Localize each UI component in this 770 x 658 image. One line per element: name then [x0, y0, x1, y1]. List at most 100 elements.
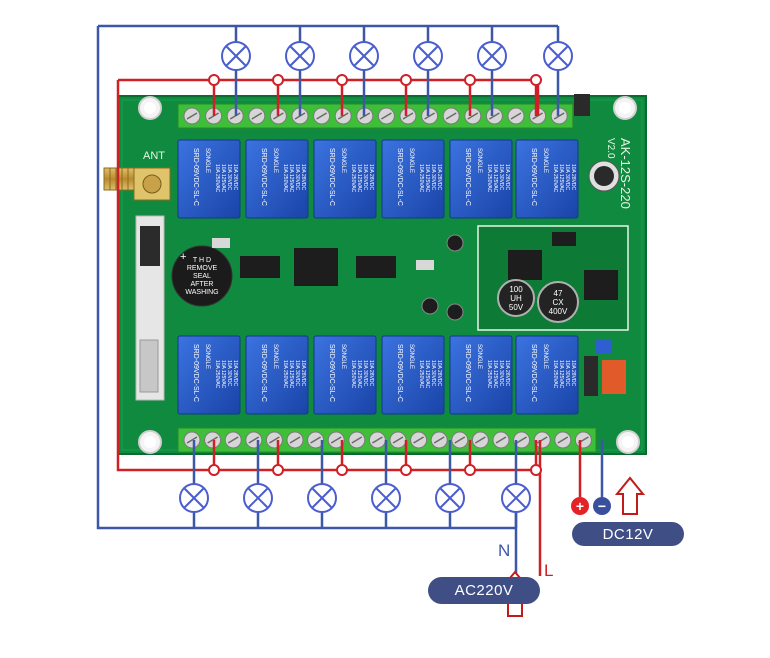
relay-body: [449, 335, 513, 415]
relay-rating-label: 10A 30VDC: [226, 164, 232, 191]
microcontroller-chip: [294, 248, 338, 286]
relay-brand-label: SONGLE: [340, 148, 346, 173]
dc-minus-marker: [593, 497, 611, 515]
relay-rating-label: 10A 28VDC: [436, 360, 442, 387]
text-line: SEAL: [193, 273, 211, 280]
relay-brand-label: SONGLE: [542, 344, 548, 369]
wire-node: [272, 464, 284, 476]
terminal-screw-slot: [424, 112, 435, 120]
terminal-screw-slot: [402, 112, 414, 120]
lamp-cross: [289, 45, 311, 67]
wire-node: [208, 464, 220, 476]
relay-rating-label: 10A 125VAC: [424, 360, 430, 389]
relay-brand-label: SONGLE: [272, 344, 278, 369]
reset-switch: [574, 94, 590, 116]
antenna-base: [133, 167, 171, 201]
relay-rating-label: 10A 30VDC: [362, 164, 368, 191]
terminal-strip-top: [177, 103, 574, 129]
mounting-hole-center: [144, 436, 156, 448]
lamp-icon: [285, 41, 315, 71]
terminal-screw-slot: [310, 436, 321, 444]
board-model-label: AK-12S-220: [618, 138, 633, 209]
text-line: WASHING: [185, 289, 218, 296]
relay-rating-label: 10A 125VAC: [492, 164, 498, 193]
text-line: UH: [510, 294, 522, 303]
relay-rating-label: 10A 30VDC: [498, 360, 504, 387]
lamp-cross: [225, 45, 247, 67]
terminal-screw-slot: [495, 436, 507, 444]
relay-part-label: SRD-09VDC-SL-C: [192, 148, 199, 206]
relay-rating-label: 10A 250VAC: [486, 164, 492, 193]
relay-brand-label: SONGLE: [272, 148, 278, 173]
smd-component: [212, 238, 230, 248]
text-line: 47: [554, 289, 563, 298]
relay-rating-label: 10A 250VAC: [552, 164, 558, 193]
relay-rating-label: 10A 28VDC: [232, 360, 238, 387]
lamp-icon: [413, 41, 443, 71]
wire-node: [400, 464, 412, 476]
buzzer-plus-mark: +: [180, 251, 186, 263]
lamp-icon: [435, 483, 465, 513]
mounting-holes: [138, 96, 640, 454]
smd-component: [416, 260, 434, 270]
relay-rating-label: 10A 30VDC: [564, 360, 570, 387]
terminal-screw-slot: [186, 112, 198, 120]
live-wire-left: [116, 80, 540, 472]
relay-rating-label: 10A 125VAC: [558, 164, 564, 193]
text-line: 100: [509, 285, 523, 294]
relay-part-label: SRD-09VDC-SL-C: [530, 344, 537, 402]
antenna-connector: [103, 167, 171, 201]
lamp-cross: [505, 487, 527, 509]
ic-chip: [240, 256, 280, 278]
relay-body: [515, 335, 579, 415]
relay-rating-label: 10A 28VDC: [436, 164, 442, 191]
relay-rating-label: 10A 28VDC: [300, 164, 306, 191]
lamp-icon: [477, 41, 507, 71]
relay-rating-label: 10A 125VAC: [424, 164, 430, 193]
relay-body: [313, 335, 377, 415]
relay-brand-label: SONGLE: [476, 148, 482, 173]
terminal-screw-slot: [316, 112, 327, 120]
neutral-wire-left: [96, 26, 516, 530]
antenna-pin: [142, 174, 162, 194]
small-capacitor: [446, 234, 464, 252]
rf-module-crystal: [139, 339, 159, 393]
wire-node: [208, 74, 220, 86]
wire-node: [336, 74, 348, 86]
relay-part-label: SRD-09VDC-SL-C: [530, 148, 537, 206]
relay-body: [515, 139, 579, 219]
dc-input-badge: DC12V: [572, 522, 684, 546]
relay-rating-label: 10A 250VAC: [418, 360, 424, 389]
rf-module-header: [140, 226, 160, 266]
relay-rating-label: 10A 125VAC: [356, 164, 362, 193]
text-line: REMOVE: [187, 265, 218, 272]
wiring: [96, 24, 604, 576]
relay-brand-label: SONGLE: [204, 148, 210, 173]
relay-part-label: SRD-09VDC-SL-C: [396, 344, 403, 402]
fuse: [602, 360, 626, 394]
terminal-screw-slot: [351, 436, 363, 444]
lamp-cross: [247, 487, 269, 509]
relay-rating-label: 10A 30VDC: [564, 164, 570, 191]
relay-rating-label: 10A 30VDC: [226, 360, 232, 387]
wire-node: [336, 464, 348, 476]
relay-part-label: SRD-09VDC-SL-C: [464, 344, 471, 402]
relay-rating-label: 10A 30VDC: [498, 164, 504, 191]
relay-rating-label: 10A 250VAC: [350, 164, 356, 193]
lamp-cross: [547, 45, 569, 67]
relay-part-label: SRD-09VDC-SL-C: [328, 344, 335, 402]
relay-body: [177, 139, 241, 219]
terminal-screw-slot: [207, 436, 218, 444]
relay-part-label: SRD-09VDC-SL-C: [260, 148, 267, 206]
lamp-icon: [349, 41, 379, 71]
mounting-hole-center: [619, 102, 631, 114]
lamp-icon: [221, 41, 251, 71]
inductor: [508, 250, 542, 280]
